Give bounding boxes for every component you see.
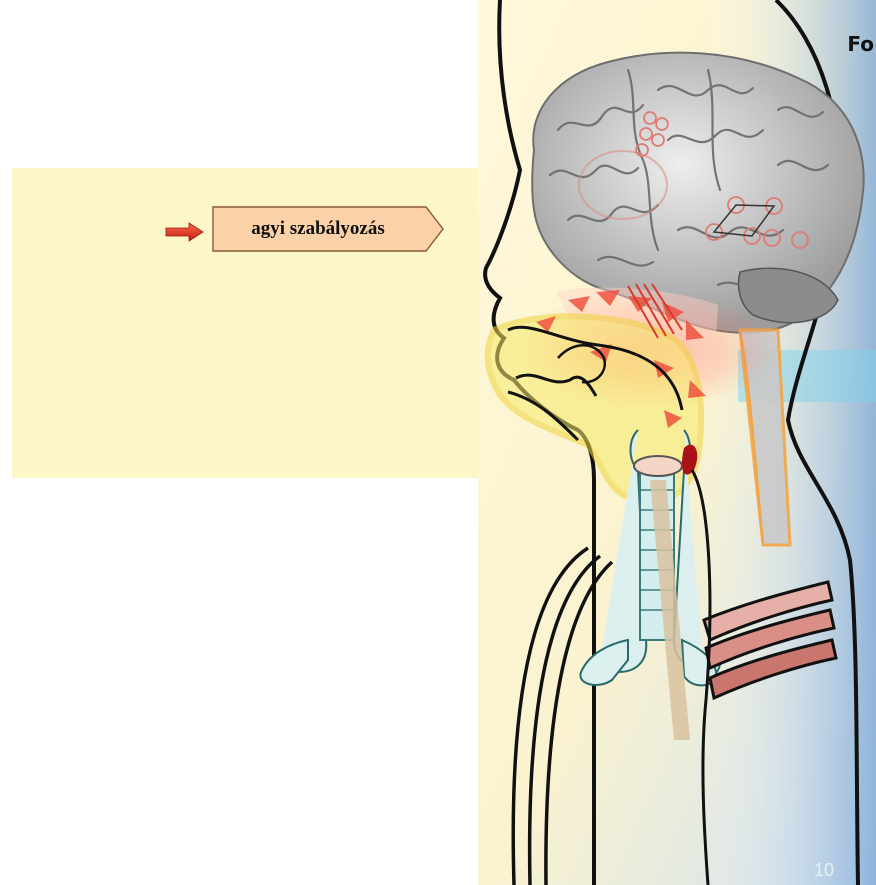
anatomy-illustration: Fo [478, 0, 876, 885]
right-arrow-icon [165, 222, 205, 242]
page-number: 10 [814, 860, 834, 881]
callout-label: agyi szabályozás [212, 206, 424, 252]
slide-title-fragment: Fo [847, 32, 874, 56]
